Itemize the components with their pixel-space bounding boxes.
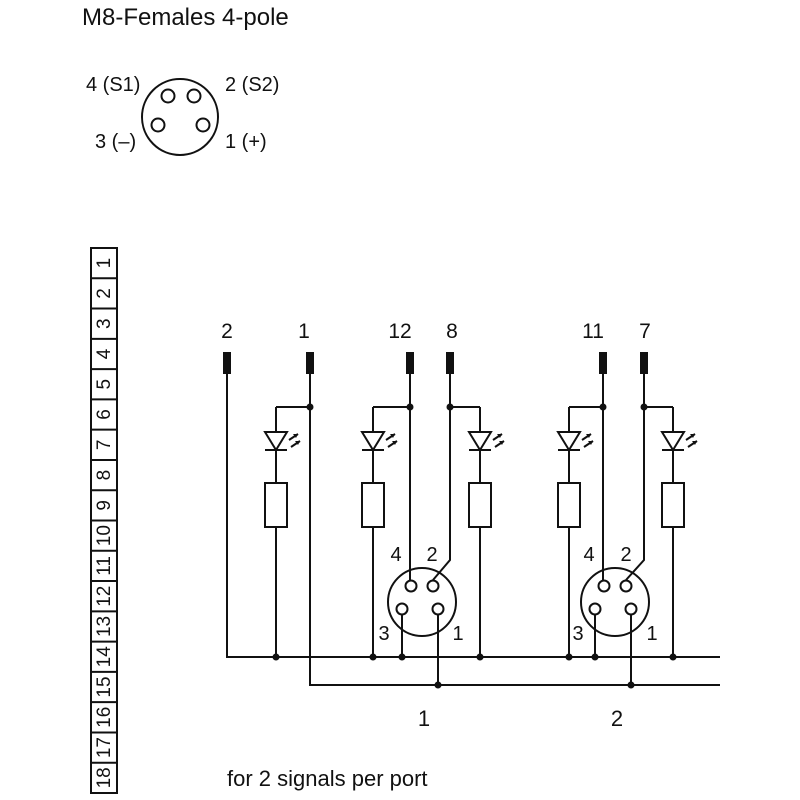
terminal-label: 11 [582,320,604,343]
terminal-strip-number: 9 [94,500,115,511]
terminal-strip-number: 5 [94,379,115,390]
terminal-block [223,352,231,374]
terminal-block [406,352,414,374]
terminal-strip-number: 17 [94,737,115,758]
led-resistor-branch [360,403,414,661]
port1-pin1-label: 1 [452,623,463,645]
terminal-strip-number: 10 [94,525,115,546]
led-icon [556,431,594,452]
terminal-strip-number: 3 [94,318,115,329]
port1-pin2-label: 2 [426,544,437,566]
resistor-icon [361,482,385,528]
led-resistor-branch [263,403,314,661]
terminal-label: 7 [639,320,651,343]
terminal-block [446,352,454,374]
port2-pin3-label: 3 [572,623,583,645]
resistor-icon [468,482,492,528]
terminal-label: 12 [388,320,411,343]
minus-bus [226,374,720,658]
terminal-strip-number: 8 [94,470,115,481]
resistor-icon [557,482,581,528]
terminal-block [640,352,648,374]
resistor-icon [661,482,685,528]
led-resistor-branch [446,403,505,661]
terminal-strip-number: 1 [94,258,115,269]
port1-pin4-label: 4 [390,544,401,566]
resistor-icon [264,482,288,528]
port-label: 2 [611,706,623,731]
terminal-strip-number: 13 [94,616,115,637]
terminal-strip-number: 18 [94,767,115,788]
terminal-label: 1 [298,320,310,343]
port-connectors [387,374,650,689]
terminal-strip-number: 11 [94,556,115,576]
led-icon [660,431,698,452]
port-connector-1 [387,374,457,689]
pinout-connector [141,78,219,156]
pinout-label-pin4: 4 (S1) [86,74,140,96]
led-icon [360,431,398,452]
port2-pin4-label: 4 [583,544,594,566]
terminal-strip-number: 6 [94,409,115,420]
terminal-strip-number: 14 [94,646,115,668]
terminal-label: 8 [446,320,458,343]
plus-bus [309,374,720,686]
pinout-label-pin1: 1 (+) [225,131,267,153]
top-terminals [223,352,648,374]
port-connector-2 [580,374,650,689]
terminal-strip-number: 7 [94,440,115,451]
terminal-strip-number: 12 [94,586,115,607]
pinout-label-pin2: 2 (S2) [225,74,279,96]
diagram-title: M8-Females 4-pole [82,4,289,31]
terminal-strip-number: 2 [94,288,115,299]
bus-lines [226,374,720,686]
port2-pin1-label: 1 [646,623,657,645]
terminal-strip-number: 4 [94,348,115,359]
port2-pin2-label: 2 [620,544,631,566]
terminal-block [306,352,314,374]
terminal-strip-number: 15 [94,676,115,697]
led-icon [467,431,505,452]
footer-caption: for 2 signals per port [227,766,428,791]
pinout-label-pin3: 3 (–) [95,131,136,153]
led-branches [263,403,698,661]
led-resistor-branch [640,403,698,661]
port-label: 1 [418,706,430,731]
led-resistor-branch [556,403,607,661]
terminal-strip-number: 16 [94,707,115,728]
terminal-label: 2 [221,320,233,343]
led-icon [263,431,301,452]
terminal-block [599,352,607,374]
port1-pin3-label: 3 [378,623,389,645]
